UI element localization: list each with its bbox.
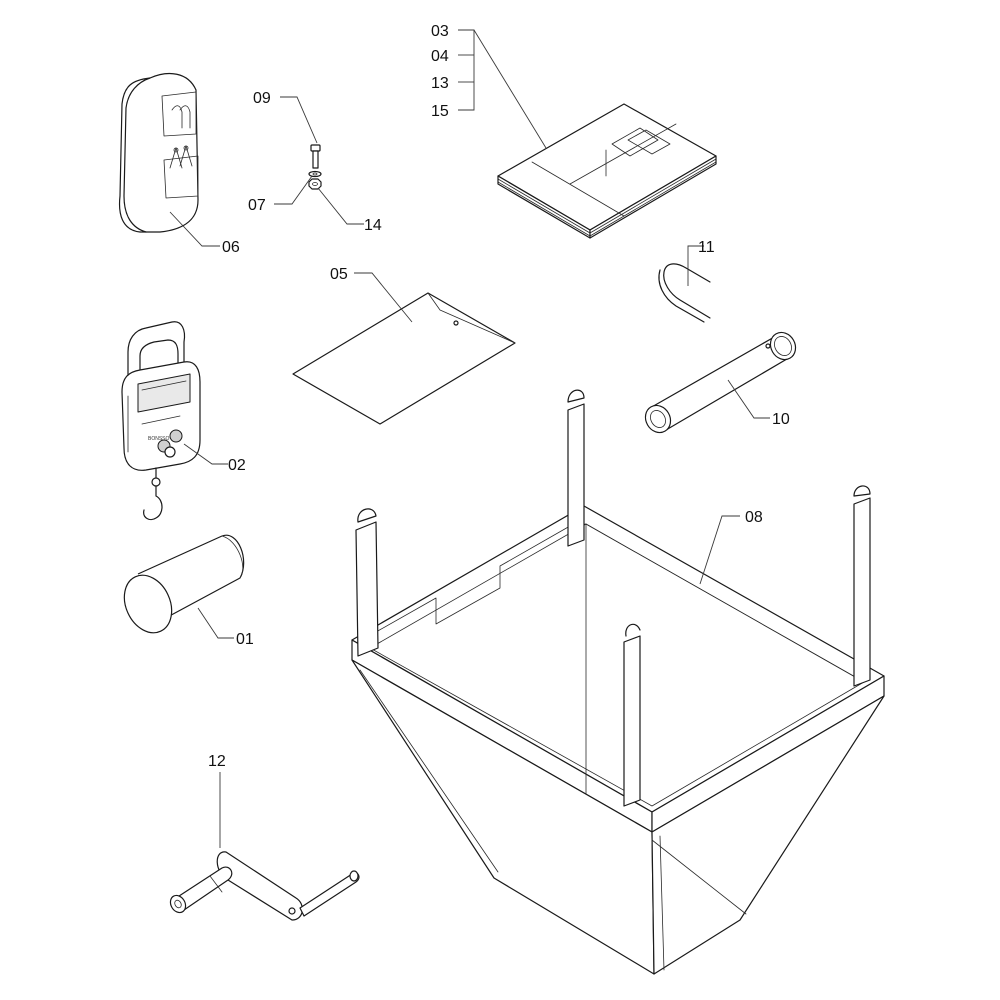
part-labels: 03 04 13 15 09 07 14 06 05 11 10 02 08 0…	[208, 23, 790, 770]
part-02-hanging-scale: BONSSO	[121, 321, 201, 521]
part-01-cylinder	[123, 534, 245, 634]
label-07: 07	[248, 197, 266, 214]
part-08-hopper	[351, 389, 885, 975]
label-11: 11	[698, 239, 715, 256]
label-01: 01	[236, 631, 254, 648]
part-09-bolt	[310, 144, 321, 169]
label-03: 03	[431, 23, 449, 40]
label-14: 14	[364, 217, 382, 234]
part-07-washer	[308, 170, 322, 178]
label-15: 15	[431, 103, 449, 120]
label-12: 12	[208, 753, 226, 770]
leader-lines	[169, 29, 770, 848]
label-08: 08	[745, 509, 763, 526]
part-05-sheet	[292, 292, 516, 425]
label-02: 02	[228, 457, 246, 474]
label-06: 06	[222, 239, 240, 256]
label-10: 10	[772, 411, 790, 428]
label-05: 05	[330, 266, 348, 283]
part-11-u-pin	[658, 263, 711, 323]
part-06-carry-bag	[118, 72, 199, 233]
label-04: 04	[431, 48, 449, 65]
part-03-manual-stack	[497, 103, 717, 239]
label-09: 09	[253, 90, 271, 107]
part-10-tube	[644, 331, 797, 434]
part-14-nut	[308, 178, 322, 190]
label-13: 13	[431, 75, 449, 92]
part-12-crank-handle	[169, 851, 360, 921]
scale-brand-text: BONSSO	[148, 436, 170, 442]
